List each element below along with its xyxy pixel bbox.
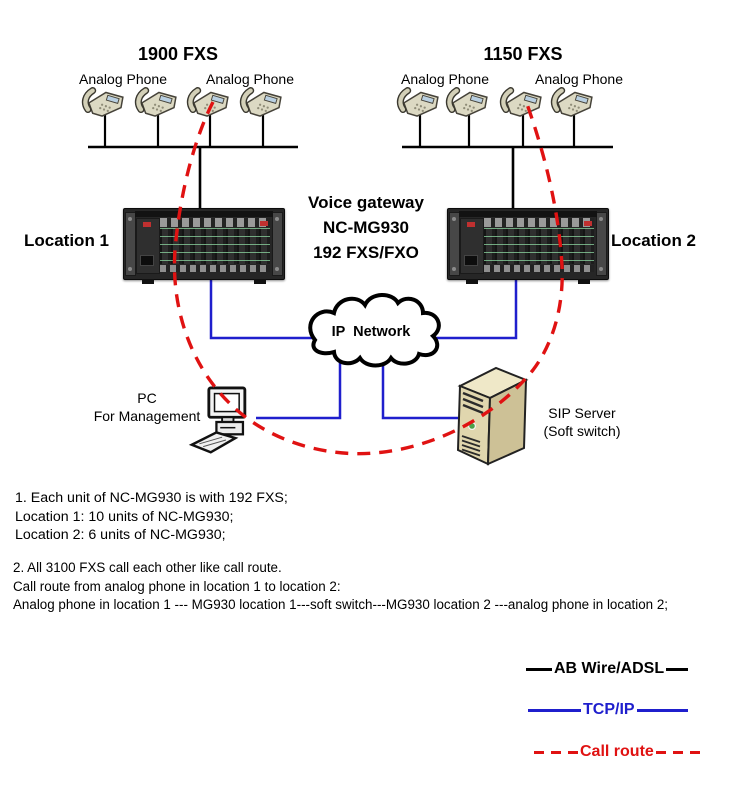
pc-label-line1: PC [137, 390, 157, 406]
legend-tcpip-label: TCP/IP [583, 701, 635, 718]
sip-server-label-line2: (Soft switch) [543, 423, 621, 439]
note-block-1: 1. Each unit of NC-MG930 is with 192 FXS… [15, 489, 288, 545]
voice-gateway-rack-location1 [123, 208, 285, 284]
tcpip-line-sample [528, 708, 581, 712]
note-1-line1: 1. Each unit of NC-MG930 is with 192 FXS… [15, 490, 288, 506]
analog-phone-label: Analog Phone [535, 71, 623, 87]
voice-gateway-rack-location2 [447, 208, 609, 284]
sip-server-label: SIP Server (Soft switch) [512, 404, 652, 440]
legend-tcpip: TCP/IP [528, 701, 688, 719]
location1-label: Location 1 [24, 231, 110, 250]
analog-phone-icon [396, 84, 442, 118]
right-group-title: 1150 FXS [483, 44, 563, 64]
call-route-line-sample [534, 750, 578, 754]
gateway-caption: Voice gateway NC-MG930 192 FXS/FXO [286, 190, 446, 265]
ab-wire-bus-left [88, 110, 298, 213]
analog-phone-icon [239, 84, 285, 118]
analog-phone-label: Analog Phone [206, 71, 294, 87]
tcpip-line-sample [636, 708, 688, 712]
legend-ab-wire-label: AB Wire/ADSL [554, 660, 665, 677]
gateway-caption-line1: Voice gateway [308, 193, 424, 212]
pc-label-line2: For Management [93, 408, 201, 424]
call-route-line-sample [655, 750, 702, 754]
legend-call-route-label: Call route [580, 743, 654, 760]
note-1-line2: Location 1: 10 units of NC-MG930; [15, 508, 234, 525]
ab-wire-line-sample [666, 667, 689, 671]
location2-label: Location 2 [611, 231, 697, 250]
legend-call-route: Call route [534, 743, 702, 761]
note-2-line3: Analog phone in location 1 --- MG930 loc… [13, 597, 668, 612]
ip-network-label: IP Network [331, 324, 411, 340]
note-2-line1: 2. All 3100 FXS call each other like cal… [13, 560, 282, 575]
analog-phone-label: Analog Phone [401, 71, 489, 87]
analog-phone-label: Analog Phone [79, 71, 167, 87]
analog-phone-icon [499, 84, 545, 118]
gateway-caption-line2: NC-MG930 [323, 218, 409, 237]
note-block-2: 2. All 3100 FXS call each other like cal… [13, 559, 668, 615]
analog-phone-icon [134, 84, 180, 118]
sip-server-label-line1: SIP Server [548, 405, 616, 421]
analog-phone-icon [445, 84, 491, 118]
legend-ab-wire: AB Wire/ADSL [526, 660, 689, 678]
note-2-line2: Call route from analog phone in location… [13, 578, 341, 594]
gateway-caption-line3: 192 FXS/FXO [313, 243, 419, 262]
analog-phone-icon [550, 84, 596, 118]
analog-phone-icon [186, 84, 232, 118]
analog-phone-icon [81, 84, 127, 118]
ab-wire-line-sample [526, 667, 552, 671]
left-group-title: 1900 FXS [137, 44, 219, 64]
pc-label: PC For Management [77, 389, 217, 425]
note-1-line3: Location 2: 6 units of NC-MG930; [15, 527, 226, 543]
